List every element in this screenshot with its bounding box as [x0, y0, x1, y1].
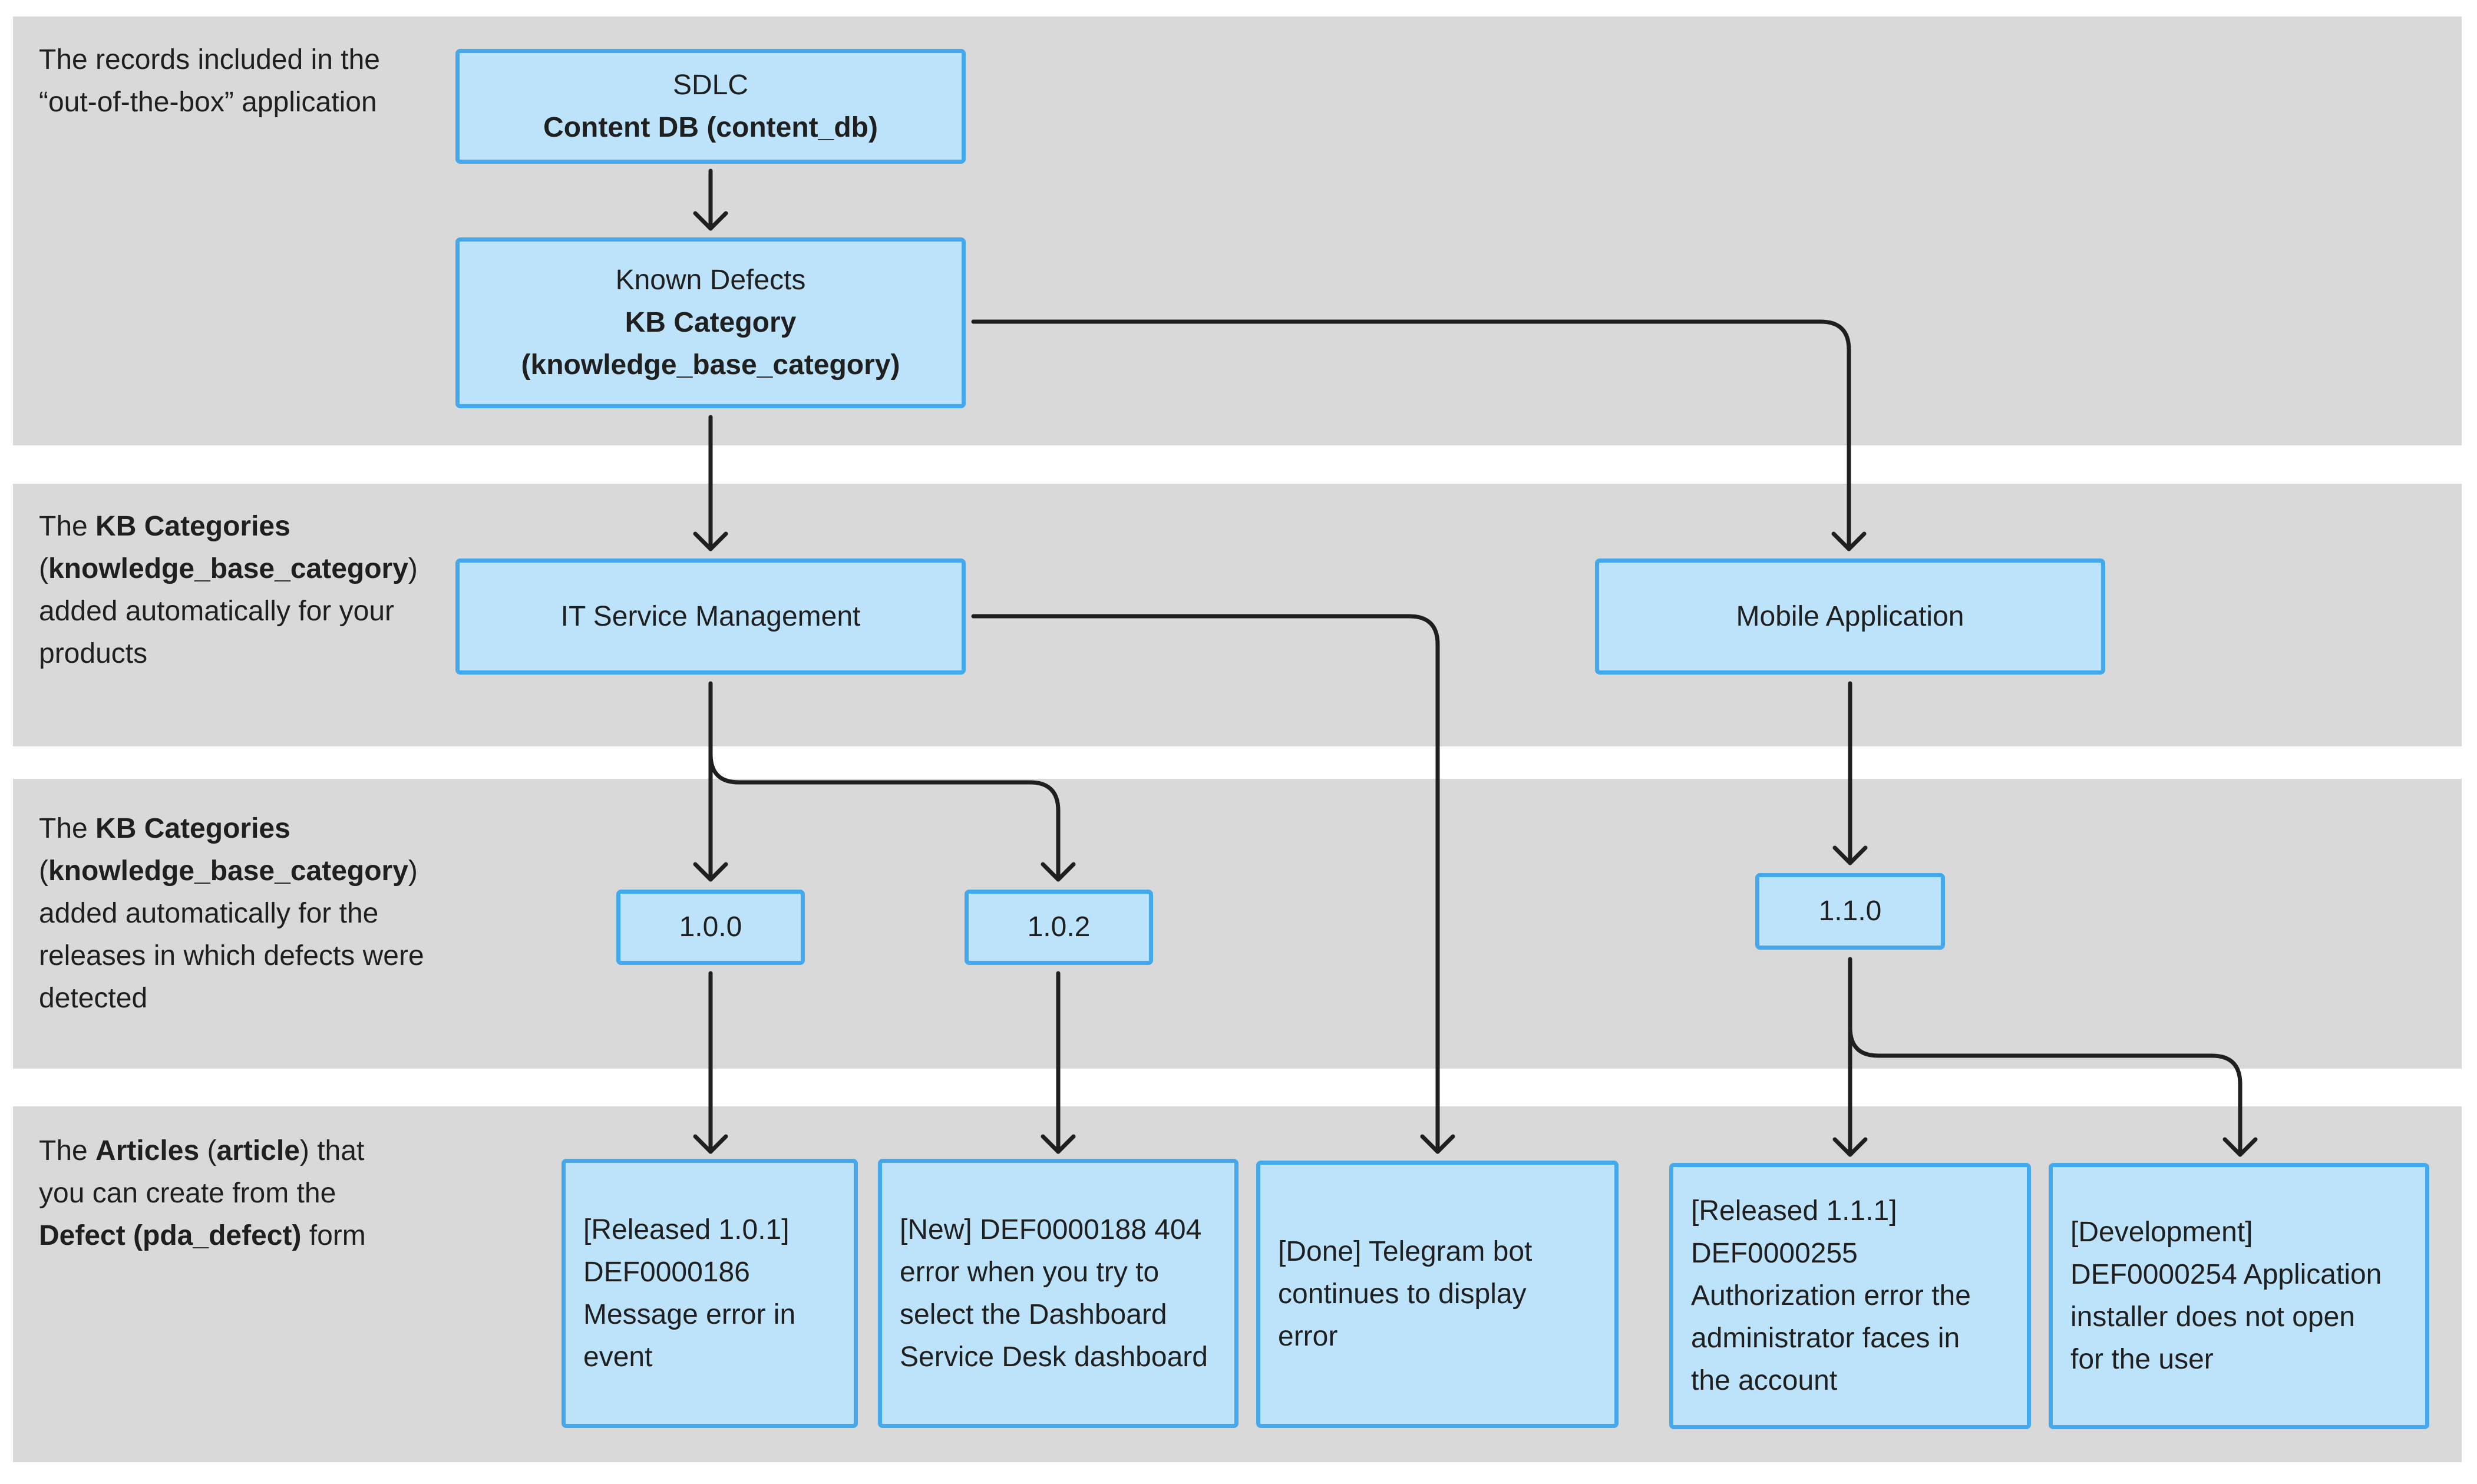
arrow-known-defects-to-mobile	[971, 319, 1851, 551]
band-label-run: knowledge_base_category	[48, 855, 408, 887]
node-article-def0000186: [Released 1.0.1] DEF0000186 Message erro…	[562, 1159, 858, 1428]
article-186-line3: Message error in	[583, 1298, 796, 1330]
band-label-run: Articles	[95, 1135, 200, 1166]
article-telegram-line2: continues to display	[1278, 1278, 1527, 1310]
article-188-line1: [New] DEF0000188 404	[900, 1214, 1202, 1245]
arrow-1-1-0-to-article-254	[1848, 1025, 2242, 1157]
band-label-run: ) that	[299, 1135, 365, 1166]
node-it-service-management: IT Service Management	[455, 558, 966, 675]
node-article-telegram-bot: [Done] Telegram bot continues to display…	[1256, 1161, 1619, 1428]
node-article-def0000188: [New] DEF0000188 404 error when you try …	[878, 1159, 1238, 1428]
band-label-run: (	[39, 855, 48, 887]
arrowhead-1-0-2	[1041, 862, 1076, 882]
node-1-1-0-label: 1.1.0	[1818, 895, 1882, 927]
arrowhead-telegram-article	[1420, 1134, 1455, 1154]
node-mobile-label: Mobile Application	[1736, 600, 1964, 632]
node-article-def0000255: [Released 1.1.1] DEF0000255 Authorizatio…	[1669, 1163, 2031, 1429]
band-label-run: added automatically for your	[39, 596, 394, 627]
arrowhead-1-0-0	[693, 862, 728, 882]
node-release-1-0-2: 1.0.2	[965, 890, 1153, 965]
band-label-run: The	[39, 1135, 96, 1166]
article-186-line4: event	[583, 1341, 653, 1373]
node-article-def0000254: [Development] DEF0000254 Application ins…	[2049, 1163, 2429, 1429]
node-1-0-2-label: 1.0.2	[1027, 911, 1091, 943]
band-label-articles: The Articles (article) that you can creat…	[39, 1130, 366, 1257]
node-mobile-application: Mobile Application	[1595, 558, 2105, 675]
arrowhead-1-1-0	[1832, 845, 1868, 865]
node-known-defects-line3: (knowledge_base_category)	[521, 349, 900, 381]
band-label-run: article	[216, 1135, 300, 1166]
band-label-run: The	[39, 511, 96, 542]
band-label-run: KB Categories	[95, 511, 290, 542]
article-254-line3: installer does not open	[2070, 1301, 2355, 1333]
article-254-line4: for the user	[2070, 1344, 2214, 1375]
node-sdlc-line2: Content DB (content_db)	[543, 111, 878, 143]
band-label-run: (	[39, 553, 48, 584]
band-label-run: releases in which defects were	[39, 940, 424, 971]
arrow-itsm-to-telegram-article	[971, 614, 1440, 1154]
node-1-0-0-label: 1.0.0	[679, 911, 742, 943]
band-label-run: )	[408, 855, 418, 887]
band-label-run: The records included in the	[39, 44, 380, 75]
band-label-run: KB Categories	[95, 813, 290, 844]
arrowhead-article-255	[1832, 1137, 1868, 1157]
article-telegram-line1: [Done] Telegram bot	[1278, 1236, 1533, 1267]
article-255-line2: DEF0000255	[1691, 1238, 1858, 1269]
band-label-run: you can create from the	[39, 1178, 336, 1209]
node-known-defects: Known Defects KB Category (knowledge_bas…	[455, 237, 966, 408]
band-label-run: detected	[39, 983, 148, 1014]
band-label-run: (	[199, 1135, 217, 1166]
band-label-release-categories: The KB Categories (knowledge_base_categor…	[39, 808, 424, 1020]
node-release-1-1-0: 1.1.0	[1755, 873, 1945, 950]
band-records	[13, 16, 2462, 445]
article-255-line4: administrator faces in	[1691, 1323, 1960, 1354]
band-label-run: added automatically for the	[39, 898, 379, 929]
band-label-run: “out-of-the-box” application	[39, 87, 377, 118]
article-188-line3: select the Dashboard	[900, 1298, 1167, 1330]
arrowhead-article-254	[2222, 1137, 2258, 1157]
article-255-line5: the account	[1691, 1365, 1838, 1396]
band-label-product-categories: The KB Categories (knowledge_base_categor…	[39, 505, 418, 675]
node-itsm-label: IT Service Management	[560, 600, 861, 632]
arrow-itsm-to-1-0-2	[708, 752, 1061, 882]
band-label-run: knowledge_base_category	[48, 553, 408, 584]
article-255-line1: [Released 1.1.1]	[1691, 1195, 1897, 1227]
band-label-run: products	[39, 638, 148, 669]
band-label-run: form	[301, 1220, 366, 1251]
article-188-line4: Service Desk dashboard	[900, 1341, 1208, 1373]
band-label-run: )	[408, 553, 418, 584]
band-label-run: Defect (pda_defect)	[39, 1220, 302, 1251]
article-254-line2: DEF0000254 Application	[2070, 1259, 2382, 1290]
band-label-records: The records included in the “out-of-the-b…	[39, 39, 380, 124]
article-telegram-line3: error	[1278, 1321, 1338, 1352]
arrowhead-itsm	[693, 531, 728, 551]
node-sdlc-line1: SDLC	[672, 69, 749, 101]
band-label-run: The	[39, 813, 96, 844]
node-known-defects-line1: Known Defects	[615, 265, 806, 296]
node-known-defects-line2: KB Category	[625, 307, 797, 338]
article-254-line1: [Development]	[2070, 1217, 2253, 1248]
arrowhead-article-188	[1041, 1134, 1076, 1154]
article-188-line2: error when you try to	[900, 1256, 1160, 1288]
article-186-line1: [Released 1.0.1]	[583, 1214, 790, 1245]
node-release-1-0-0: 1.0.0	[616, 890, 805, 965]
article-186-line2: DEF0000186	[583, 1256, 750, 1288]
arrowhead-mobile	[1831, 531, 1867, 551]
arrowhead-known-defects	[693, 211, 728, 231]
node-sdlc-content-db: SDLC Content DB (content_db)	[455, 49, 966, 164]
article-255-line3: Authorization error the	[1691, 1280, 1971, 1311]
arrowhead-article-186	[693, 1134, 728, 1154]
band-release-categories	[13, 779, 2462, 1069]
